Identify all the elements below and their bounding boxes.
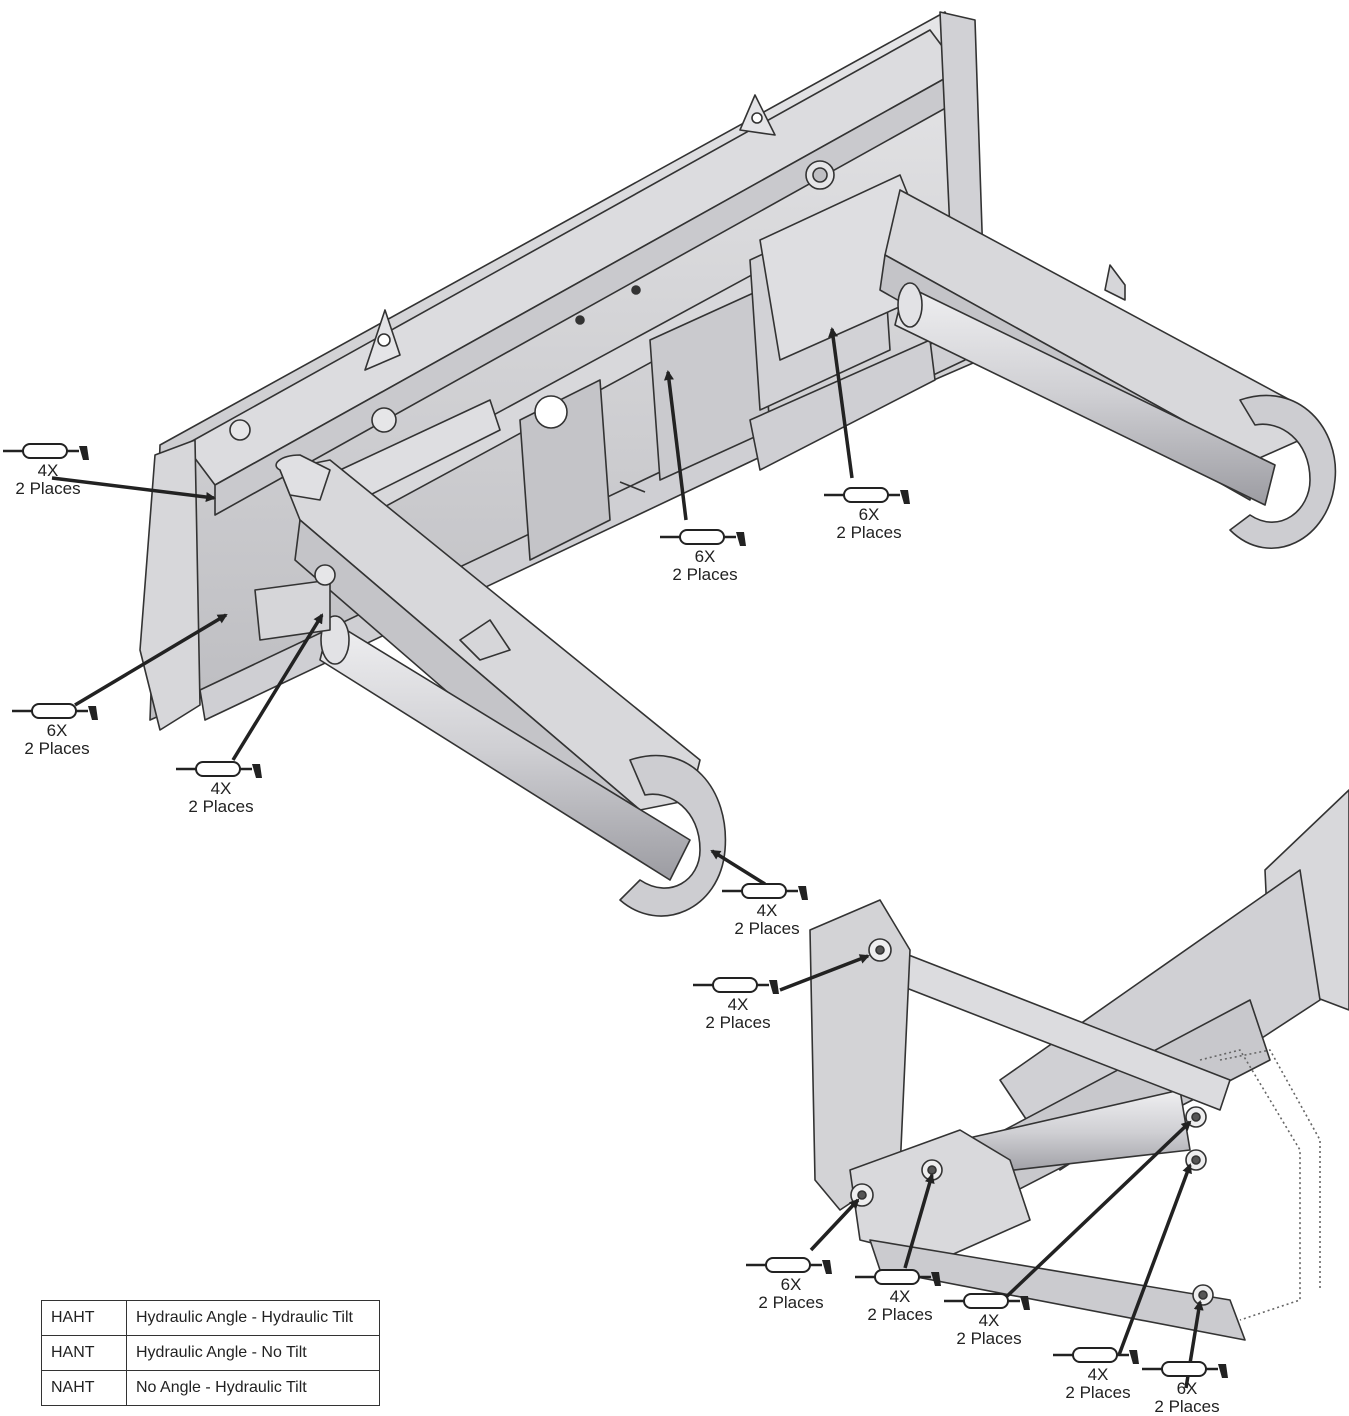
callout-places: 2 Places [15,479,81,498]
callout-count: 4X [1087,1365,1109,1384]
grease-gun-icon [176,761,262,778]
callout: 4X 2 Places [1043,1344,1153,1402]
table-row: NAHT No Angle - Hydraulic Tilt [41,1370,380,1406]
leader-arrow [828,327,854,479]
callout-count: 4X [210,779,232,798]
callout-places: 2 Places [734,919,800,938]
grease-gun-icon [1053,1347,1139,1364]
leader-arrow [1117,1163,1192,1356]
callout-places: 2 Places [867,1305,933,1324]
leader-arrow [710,849,766,886]
callout-count: 4X [889,1287,911,1306]
callout: 4X 2 Places [166,758,276,816]
grease-gun-icon [12,703,98,720]
callout: 6X 2 Places [736,1254,846,1312]
callout-places: 2 Places [1154,1397,1220,1416]
grease-gun-icon [693,977,779,994]
callout: 4X 2 Places [934,1290,1044,1348]
leader-arrow [51,476,216,502]
callout-count: 6X [46,721,68,740]
callout: 4X 2 Places [845,1266,955,1324]
model-legend-table: HAHT Hydraulic Angle - Hydraulic Tilt HA… [41,1300,380,1406]
c-clamp-left [619,754,727,917]
callout-count: 4X [37,461,59,480]
grease-gun-icon [3,443,89,460]
grease-gun-icon [1142,1361,1228,1378]
callout-places: 2 Places [956,1329,1022,1348]
callout-count: 6X [780,1275,802,1294]
grease-gun-icon [944,1293,1030,1310]
callout: 4X 2 Places [683,974,793,1032]
legend-description: No Angle - Hydraulic Tilt [126,1370,380,1406]
leader-arrows [51,327,1204,1389]
callout: 6X 2 Places [2,700,112,758]
grease-gun-icon [660,529,746,546]
leader-arrow [809,1198,860,1252]
leader-arrow [903,1173,935,1269]
callout-places: 2 Places [1065,1383,1131,1402]
callout-places: 2 Places [758,1293,824,1312]
callout-count: 6X [1176,1379,1198,1398]
right-arm [879,189,1337,549]
leader-arrow [1001,1120,1192,1302]
table-row: HANT Hydraulic Angle - No Tilt [41,1335,380,1371]
table-row: HAHT Hydraulic Angle - Hydraulic Tilt [41,1300,380,1336]
left-arm [254,454,727,917]
callout: 6X 2 Places [650,526,760,584]
leader-arrow [74,613,228,707]
leader-arrow [779,954,870,992]
leader-arrow [231,613,324,761]
callout-places: 2 Places [705,1013,771,1032]
legend-description: Hydraulic Angle - No Tilt [126,1335,380,1371]
callout: 4X 2 Places [712,880,822,938]
callout-count: 4X [978,1311,1000,1330]
callout-places: 2 Places [24,739,90,758]
callout: 6X 2 Places [1132,1358,1242,1416]
callout-count: 4X [756,901,778,920]
callout-places: 2 Places [836,523,902,542]
grease-gun-icon [824,487,910,504]
callout: 6X 2 Places [814,484,924,542]
left-end-plate [139,439,201,731]
callout-places: 2 Places [672,565,738,584]
grease-gun-icon [855,1269,941,1286]
linkage-detail [809,789,1349,1341]
callout: 4X 2 Places [0,440,103,498]
callout-places: 2 Places [188,797,254,816]
callout-count: 6X [858,505,880,524]
leader-arrow [664,370,688,521]
callout-count: 6X [694,547,716,566]
linkage-lower-arm [849,1129,1031,1261]
legend-description: Hydraulic Angle - Hydraulic Tilt [126,1300,380,1336]
legend-code: NAHT [41,1370,127,1406]
grease-gun-icon [746,1257,832,1274]
grease-gun-icon [722,883,808,900]
legend-code: HAHT [41,1300,127,1336]
callout-count: 4X [727,995,749,1014]
legend-code: HANT [41,1335,127,1371]
c-clamp-right [1229,394,1337,549]
